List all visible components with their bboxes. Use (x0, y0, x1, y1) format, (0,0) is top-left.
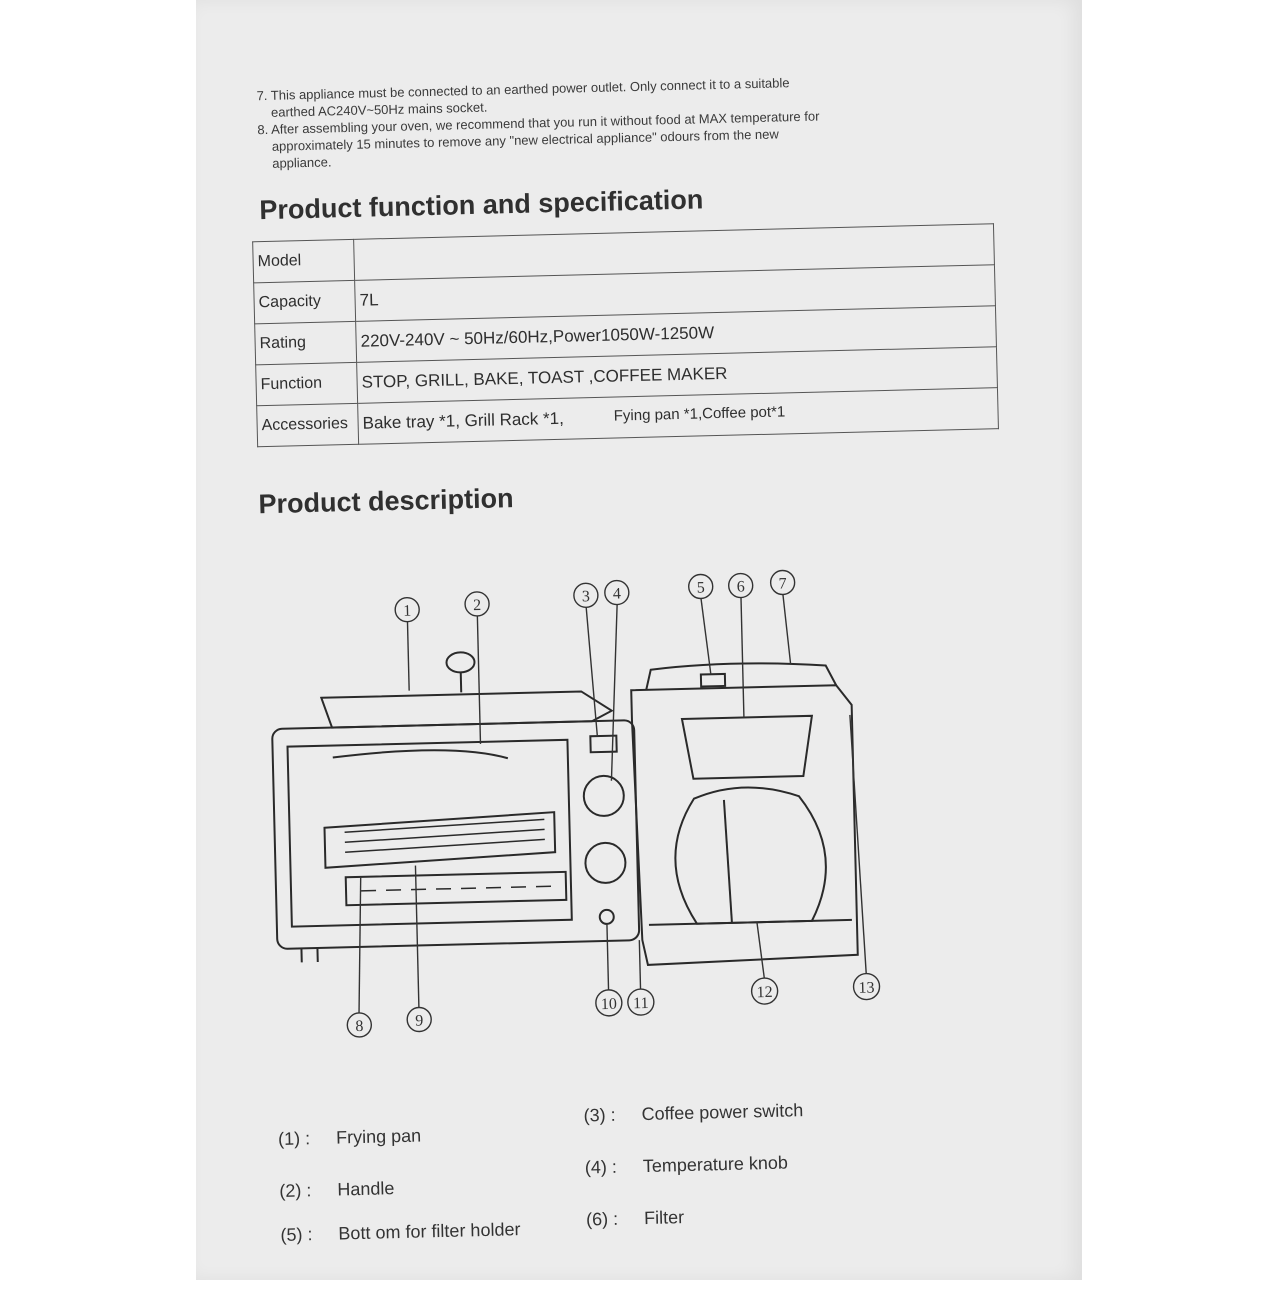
row-label-capacity: Capacity (254, 280, 356, 323)
bake-tray (346, 872, 567, 905)
svg-text:6: 6 (737, 578, 745, 595)
function-knob (585, 842, 626, 883)
svg-text:11: 11 (633, 995, 649, 1012)
description-heading: Product description (258, 483, 514, 520)
row-label-model: Model (253, 239, 355, 282)
spec-heading: Product function and specification (259, 184, 704, 226)
svg-text:13: 13 (858, 979, 874, 996)
callout-10: 10 (596, 990, 623, 1017)
svg-text:7: 7 (778, 575, 786, 592)
legend-label: Filter (644, 1207, 684, 1228)
appliance-diagram: 1 2 3 4 5 6 7 8 9 10 11 12 13 (248, 564, 899, 1049)
legend-item-6: (6) :Filter (586, 1207, 684, 1230)
legend-label: Bott om for filter holder (338, 1219, 521, 1243)
accessories-part-1: Bake tray *1, Grill Rack *1, (362, 409, 564, 434)
callout-4: 4 (605, 580, 630, 605)
legend-label: Frying pan (336, 1125, 422, 1147)
handle (333, 748, 508, 762)
row-label-accessories: Accessories (257, 403, 359, 446)
svg-text:9: 9 (415, 1012, 423, 1029)
lid-knob (446, 652, 474, 673)
svg-text:1: 1 (403, 603, 411, 620)
callout-5: 5 (688, 574, 713, 599)
legend-label: Handle (337, 1178, 395, 1199)
coffee-pot (674, 786, 828, 925)
svg-text:2: 2 (473, 597, 481, 614)
row-label-rating: Rating (255, 321, 357, 364)
legend-item-2: (2) :Handle (279, 1178, 395, 1202)
callout-1: 1 (395, 597, 420, 622)
filter-holder-bottom (701, 674, 725, 687)
legend-item-4: (4) :Temperature knob (585, 1153, 789, 1179)
spec-table: Model Capacity 7L Rating 220V-240V ~ 50H… (252, 223, 999, 447)
svg-text:3: 3 (582, 588, 590, 605)
svg-text:12: 12 (756, 984, 772, 1001)
warming-plate (649, 920, 852, 925)
legend-label: Temperature knob (643, 1153, 789, 1177)
legend-num: (5) : (280, 1224, 338, 1246)
svg-text:5: 5 (697, 579, 705, 596)
callout-9: 9 (407, 1007, 432, 1032)
callout-2: 2 (465, 592, 490, 617)
filter (682, 716, 813, 779)
oven-window (288, 740, 572, 927)
safety-notes: 7. This appliance must be connected to a… (256, 70, 978, 173)
legend-num: (6) : (586, 1208, 644, 1230)
svg-text:4: 4 (613, 585, 621, 602)
legend-num: (4) : (585, 1156, 643, 1178)
legend-item-3: (3) :Coffee power switch (583, 1100, 803, 1126)
temperature-knob (583, 775, 624, 816)
row-label-function: Function (256, 362, 358, 405)
legend-num: (2) : (279, 1180, 337, 1202)
callout-6: 6 (728, 573, 753, 598)
callout-12: 12 (751, 978, 778, 1005)
legend-item-1: (1) :Frying pan (278, 1125, 422, 1149)
callout-7: 7 (770, 570, 795, 595)
callout-3: 3 (574, 583, 599, 608)
svg-text:10: 10 (601, 996, 617, 1013)
frying-pan (321, 691, 612, 728)
callout-13: 13 (853, 973, 880, 1000)
indicator-light (600, 910, 614, 924)
callout-11: 11 (628, 989, 655, 1016)
legend-num: (1) : (278, 1128, 336, 1150)
callout-8: 8 (347, 1013, 372, 1038)
legend-item-5: (5) :Bott om for filter holder (280, 1219, 521, 1246)
legend-label: Coffee power switch (641, 1100, 803, 1124)
accessories-part-2: Fying pan *1,Coffee pot*1 (614, 403, 786, 427)
legend-num: (3) : (583, 1104, 641, 1126)
svg-text:8: 8 (355, 1018, 363, 1035)
